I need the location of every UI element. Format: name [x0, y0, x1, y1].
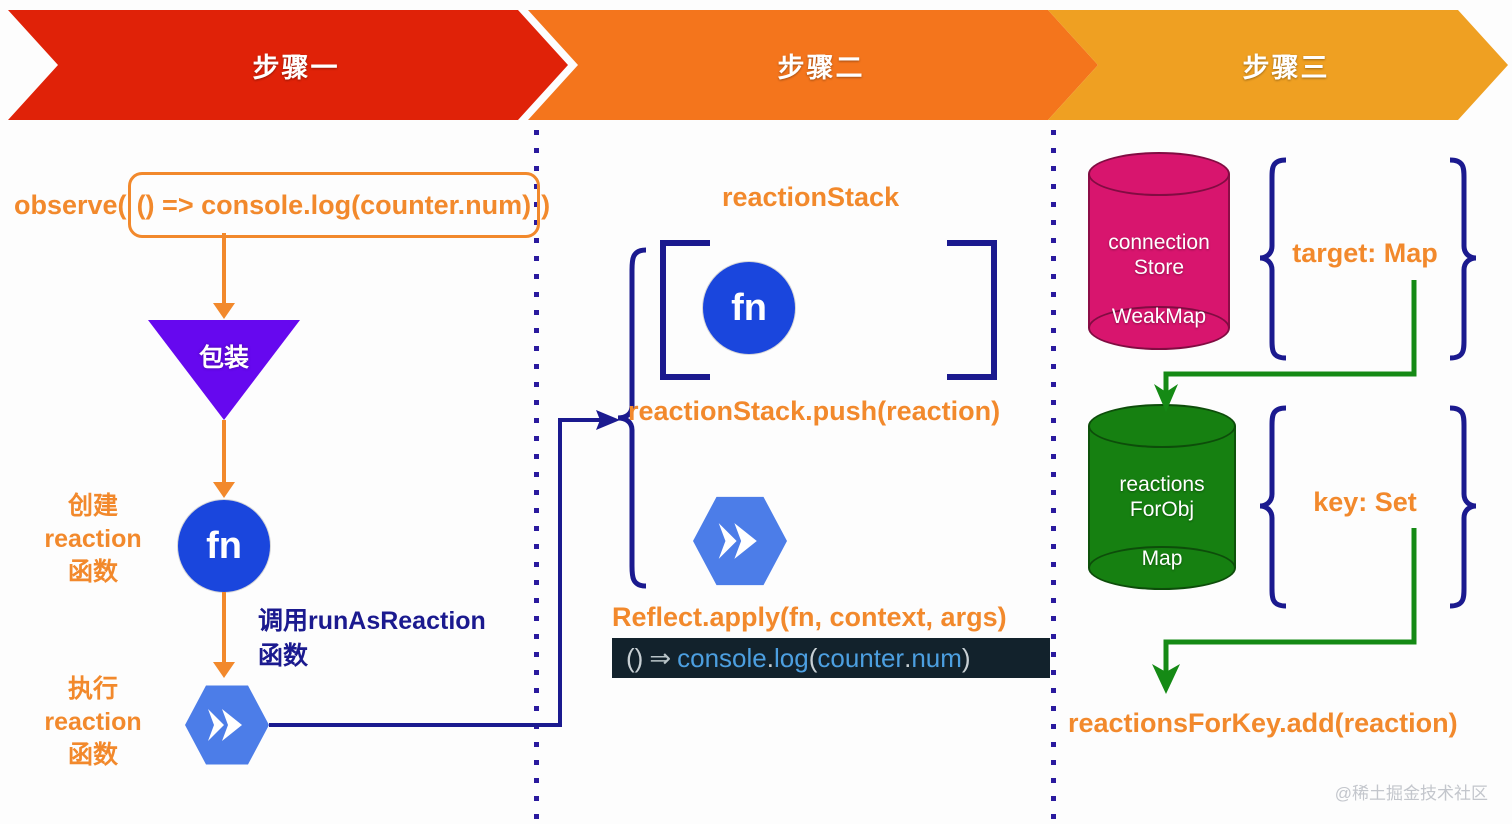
connector-step1-to-step2 [269, 418, 600, 727]
step-chevron-2: 步骤二 [528, 10, 1098, 120]
call-runasreaction-label: 调用runAsReaction 函数 [258, 607, 486, 670]
observe-prefix: observe( [14, 189, 127, 220]
stack-bracket-left [660, 240, 710, 380]
step-chevron-2-label: 步骤二 [777, 52, 865, 83]
code-console: console [677, 642, 767, 673]
step-chevron-3-label: 步骤三 [1242, 52, 1330, 83]
reactions-for-obj-cylinder: reactions ForObj Map [1088, 404, 1236, 590]
watermark: @稀土掘金技术社区 [1334, 784, 1488, 803]
key-set-brace-right [1448, 406, 1478, 608]
reactionstack-push-text: reactionStack.push(reaction) [628, 396, 1001, 426]
reactionstack-title: reactionStack [722, 182, 900, 212]
connection-store-name: connection Store [1108, 231, 1210, 280]
step-chevron-1: 步骤一 [8, 10, 568, 120]
observe-callback-box: () => console.log(counter.num) [127, 172, 541, 239]
arrow-fn-to-hex-head [213, 662, 235, 678]
key-set-label: key: Set [1313, 487, 1417, 517]
code-dot-2: . [904, 642, 912, 673]
stack-bracket-right [947, 240, 997, 380]
code-log: log [773, 642, 809, 673]
arrow-fn-to-hex-line [222, 592, 226, 662]
step-two-grouping-brace [612, 248, 648, 588]
code-num: num [911, 642, 962, 673]
code-open-paren: ( [808, 642, 818, 673]
fn-circle-label: fn [206, 524, 242, 567]
target-map-label: target: Map [1292, 238, 1438, 268]
connection-store-cylinder: connection Store WeakMap [1088, 152, 1230, 350]
fn-circle-label-step-two: fn [731, 286, 767, 329]
run-reaction-hex-icon-step-one [185, 685, 269, 765]
exec-reaction-label: 执行 reaction 函数 [44, 675, 142, 769]
step-banner: 步骤一 步骤二 步骤三 [0, 10, 1512, 120]
reactions-for-key-add-text: reactionsForKey.add(reaction) [1068, 708, 1458, 738]
fn-circle-step-two: fn [703, 262, 795, 354]
reactions-for-obj-name: reactions ForObj [1119, 473, 1205, 522]
column-divider-2 [1051, 130, 1056, 820]
reflect-apply-hex-icon [693, 496, 787, 586]
observe-suffix: ) [541, 189, 551, 220]
connector-keyset-to-add-arrowhead [1152, 664, 1180, 694]
play-chevrons-icon [208, 709, 242, 741]
code-close-paren: ) [961, 642, 971, 673]
play-chevrons-icon-step-two [718, 523, 757, 559]
connection-store-cylinder-top [1088, 152, 1230, 196]
arrow-wrap-to-fn-head [213, 482, 235, 498]
connection-store-type: WeakMap [1111, 305, 1207, 328]
create-reaction-label: 创建 reaction 函数 [44, 492, 142, 586]
reflect-apply-text: Reflect.apply(fn, context, args) [612, 602, 1007, 632]
code-parens: () [626, 642, 644, 673]
arrow-observe-to-wrap-head [213, 303, 235, 319]
code-dot-1: . [766, 642, 774, 673]
reactions-for-obj-type: Map [1141, 547, 1183, 570]
code-arrow-glyph: ⇒ [649, 642, 672, 673]
arrow-observe-to-wrap-line [222, 233, 226, 303]
fn-circle-step-one: fn [178, 500, 270, 592]
observe-expression: observe( () => console.log(counter.num) … [14, 172, 551, 239]
target-map-brace-right [1448, 158, 1478, 360]
step-chevron-3: 步骤三 [1048, 10, 1508, 120]
callback-code-block: () ⇒ console . log ( counter . num ) [612, 638, 1050, 678]
wrap-triangle-label: 包装 [198, 344, 249, 372]
arrow-wrap-to-fn-line [222, 420, 226, 482]
step-chevron-1-label: 步骤一 [252, 52, 340, 83]
reactions-for-obj-cylinder-top [1088, 404, 1236, 448]
code-counter: counter [817, 642, 905, 673]
